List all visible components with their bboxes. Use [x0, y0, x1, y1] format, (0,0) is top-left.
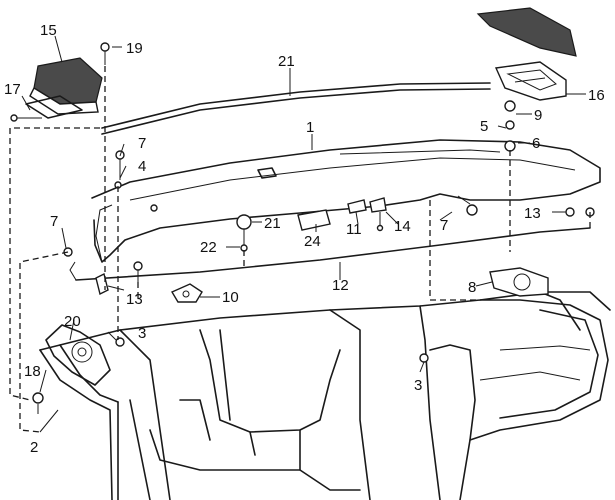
speaker-grille-part-15 [29, 57, 103, 115]
top-right-pad [476, 7, 577, 57]
cover-vent-slot [257, 167, 277, 179]
callout-14: 14 [394, 218, 411, 235]
fasteners [32, 42, 595, 414]
bracket-part-10 [170, 283, 203, 303]
callout-7-left: 7 [50, 213, 58, 230]
bracket-part-13-left [95, 272, 109, 296]
callout-7-right: 7 [440, 217, 448, 234]
callout-19: 19 [126, 40, 143, 57]
callout-8: 8 [468, 279, 476, 296]
callout-labels: 15 19 21 17 16 9 1 5 7 6 4 13 7 21 11 14… [4, 22, 605, 456]
callout-15: 15 [40, 22, 57, 39]
callout-1: 1 [306, 119, 314, 136]
callout-2: 2 [30, 439, 38, 456]
pad-part-24 [297, 209, 331, 231]
bracket-part-17 [10, 95, 83, 122]
callout-3-left: 3 [138, 325, 146, 342]
callout-10: 10 [222, 289, 239, 306]
callout-22: 22 [200, 239, 217, 256]
dashboard-frame [39, 291, 611, 500]
callout-20: 20 [64, 313, 81, 330]
cable-part-12 [69, 227, 591, 281]
dash-cover-part-1 [91, 139, 601, 263]
callout-21-top: 21 [278, 53, 295, 70]
clips-part-11-14 [347, 197, 387, 232]
left-end-bracket [45, 324, 111, 386]
callout-4: 4 [138, 158, 146, 175]
callout-9: 9 [534, 107, 542, 124]
callout-24: 24 [304, 233, 321, 250]
callout-17: 17 [4, 81, 21, 98]
leader-lines [21, 35, 586, 433]
vent-housing-part-16 [494, 61, 567, 101]
callout-11: 11 [346, 221, 362, 238]
vent-nozzle-part-8 [489, 267, 549, 297]
callout-6: 6 [532, 135, 540, 152]
callout-13-left: 13 [126, 291, 143, 308]
assembly-dashed-lines [9, 66, 591, 433]
callout-13-right: 13 [524, 205, 541, 222]
callout-3-right: 3 [414, 377, 422, 394]
callout-21-mid: 21 [264, 215, 281, 232]
trim-strip-part-21 [101, 82, 491, 135]
callout-12: 12 [332, 277, 349, 294]
callout-7-top: 7 [138, 135, 146, 152]
callout-18: 18 [24, 363, 41, 380]
callout-5: 5 [480, 118, 488, 135]
callout-16: 16 [588, 87, 605, 104]
